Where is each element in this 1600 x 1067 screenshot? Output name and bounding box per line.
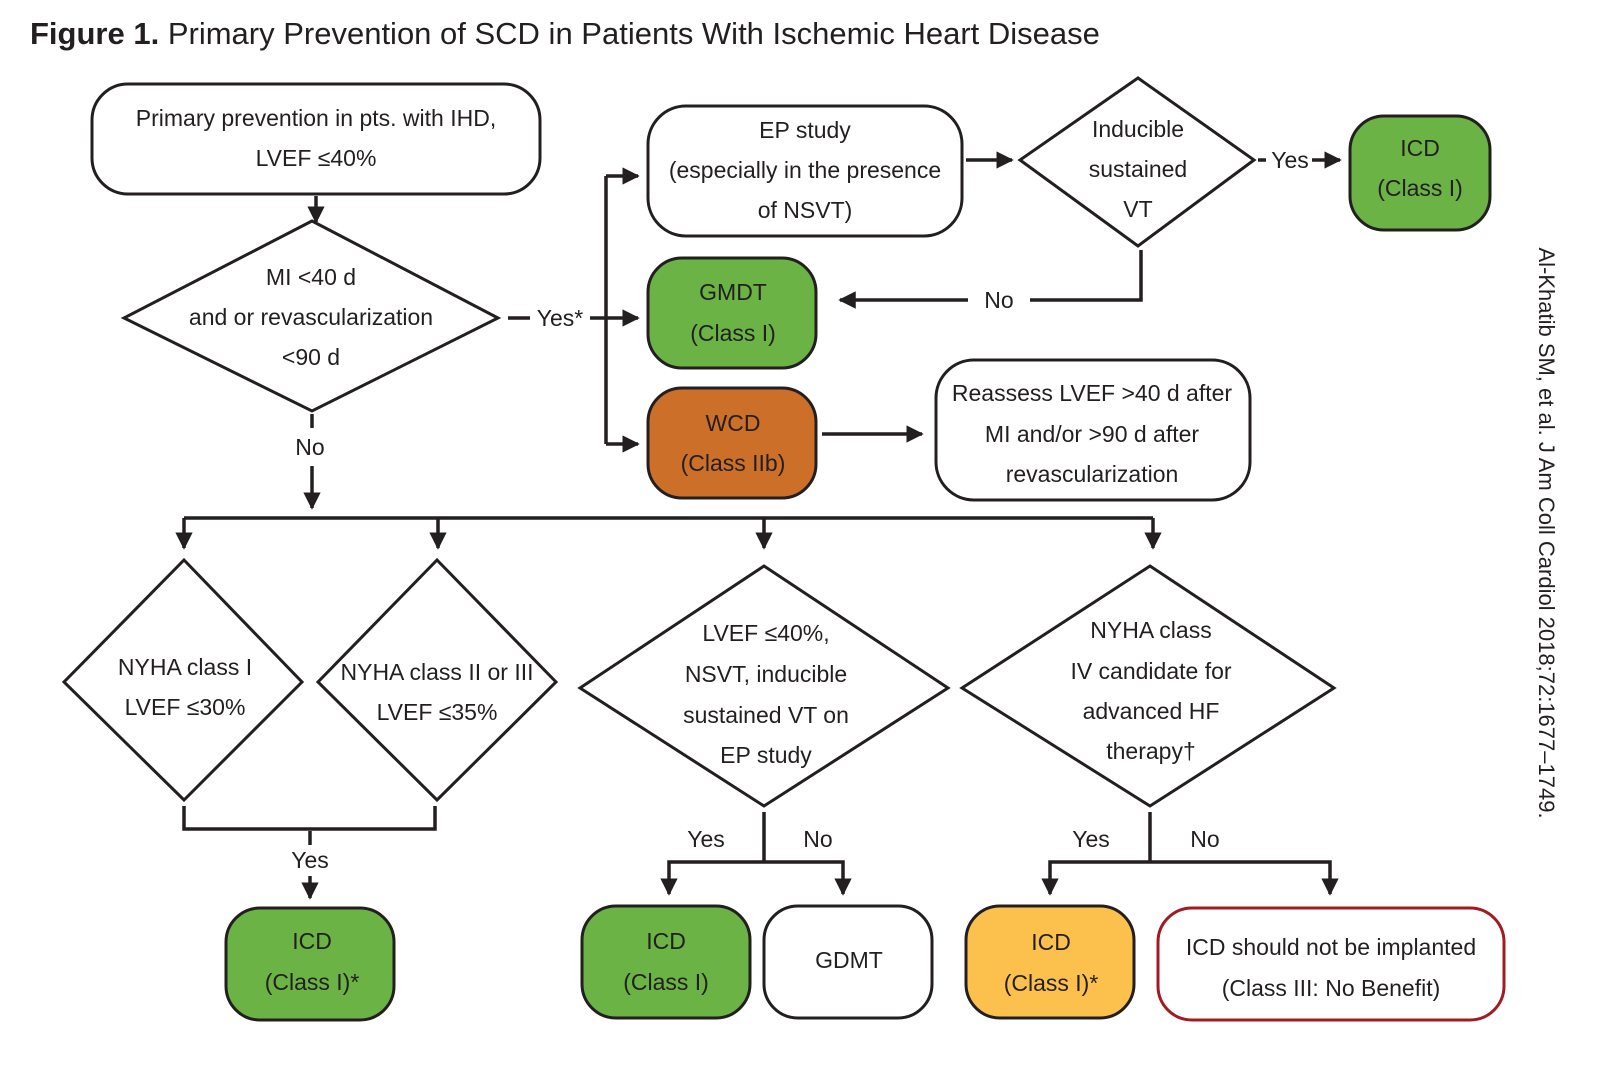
- nyha4-line-3: advanced HF: [1083, 698, 1220, 724]
- ep-study-box: EP study (especially in the presence of …: [646, 104, 964, 238]
- edge-labels: Yes* Yes No No Yes Yes No Yes No: [291, 147, 1309, 873]
- label-no-lvef: No: [803, 826, 832, 852]
- edge-lvef-no: [764, 860, 852, 896]
- inducible-line-2: sustained: [1089, 156, 1187, 182]
- edge-nyha-join: [182, 806, 437, 831]
- label-yes-icd: Yes: [1271, 147, 1309, 173]
- nyha23-line-2: LVEF ≤35%: [377, 699, 498, 725]
- inducible-line-1: Inducible: [1092, 116, 1184, 142]
- start-line-1: Primary prevention in pts. with IHD,: [136, 105, 496, 131]
- icd-b1-line-2: (Class I)*: [265, 969, 360, 995]
- reassess-line-1: Reassess LVEF >40 d after: [952, 380, 1233, 406]
- label-yes-lvef: Yes: [687, 826, 725, 852]
- icd-b3-line-1: ICD: [1031, 929, 1071, 955]
- ep-line-3: of NSVT): [758, 197, 853, 223]
- icd-b2-line-2: (Class I): [623, 969, 709, 995]
- edge-iv-no: [1150, 860, 1339, 896]
- gdmt-b-line-1: GDMT: [815, 947, 883, 973]
- reassess-line-2: MI and/or >90 d after: [985, 421, 1199, 447]
- figure-label: Figure 1.: [30, 16, 160, 51]
- nyha23-diamond: NYHA class II or III LVEF ≤35%: [315, 557, 559, 803]
- gdmt-bottom-box: GDMT: [762, 904, 934, 1020]
- wcd-line-1: WCD: [706, 410, 761, 436]
- icd-b2-line-1: ICD: [646, 928, 686, 954]
- icd-bottom-2-box: ICD (Class I): [580, 904, 752, 1020]
- nyha4-diamond: NYHA class IV candidate for advanced HF …: [959, 564, 1337, 808]
- inducible-line-3: VT: [1123, 196, 1152, 222]
- start-line-2: LVEF ≤40%: [256, 145, 377, 171]
- label-no-iv: No: [1190, 826, 1219, 852]
- inducible-vt-diamond: Inducible sustained VT: [1017, 76, 1257, 248]
- label-yes-star: Yes*: [537, 305, 584, 331]
- no-benefit-box: ICD should not be implanted (Class III: …: [1156, 906, 1506, 1022]
- nyha23-line-1: NYHA class II or III: [341, 659, 534, 685]
- edge-inducible-no-down: [1030, 250, 1143, 302]
- figure-title: Figure 1. Primary Prevention of SCD in P…: [30, 16, 1100, 52]
- mi-revasc-diamond: MI <40 d and or revascularization <90 d: [120, 219, 502, 413]
- lvef-line-1: LVEF ≤40%,: [702, 620, 829, 646]
- mi-line-2: and or revascularization: [189, 304, 433, 330]
- nyha1-line-2: LVEF ≤30%: [125, 694, 246, 720]
- icd-bottom-1-box: ICD (Class I)*: [224, 906, 396, 1022]
- icd-b3-line-2: (Class I)*: [1004, 970, 1099, 996]
- wcd-line-2: (Class IIb): [681, 450, 786, 476]
- icd-bottom-3-box: ICD (Class I)*: [964, 904, 1136, 1020]
- no-benefit-line-2: (Class III: No Benefit): [1222, 975, 1441, 1001]
- mi-line-1: MI <40 d: [266, 264, 356, 290]
- start-box: Primary prevention in pts. with IHD, LVE…: [90, 82, 542, 196]
- reassess-line-3: revascularization: [1006, 461, 1179, 487]
- lvef-nsvt-diamond: LVEF ≤40%, NSVT, inducible sustained VT …: [577, 564, 951, 808]
- nyha4-line-1: NYHA class: [1090, 617, 1211, 643]
- icd-top-line-2: (Class I): [1377, 175, 1463, 201]
- lvef-line-4: EP study: [720, 742, 812, 768]
- icd-b1-line-1: ICD: [292, 928, 332, 954]
- ep-line-2: (especially in the presence: [669, 157, 941, 183]
- gmdt-box: GMDT (Class I): [646, 256, 818, 370]
- icd-top-box: ICD (Class I): [1348, 114, 1492, 232]
- label-yes-iv: Yes: [1072, 826, 1110, 852]
- no-benefit-line-1: ICD should not be implanted: [1186, 934, 1476, 960]
- lvef-line-2: NSVT, inducible: [685, 661, 847, 687]
- edge-iv-yes: [1041, 860, 1150, 896]
- ep-line-1: EP study: [759, 117, 851, 143]
- gmdt-line-2: (Class I): [690, 320, 776, 346]
- mi-line-3: <90 d: [282, 344, 340, 370]
- nyha1-diamond: NYHA class I LVEF ≤30%: [61, 557, 305, 803]
- nyha4-line-2: IV candidate for: [1070, 658, 1231, 684]
- figure-title-text: Primary Prevention of SCD in Patients Wi…: [167, 16, 1100, 51]
- wcd-box: WCD (Class IIb): [646, 386, 818, 500]
- label-no-main: No: [295, 434, 324, 460]
- nyha4-line-4: therapy†: [1106, 738, 1196, 764]
- lvef-line-3: sustained VT on: [683, 702, 849, 728]
- nyha1-line-1: NYHA class I: [118, 654, 252, 680]
- gmdt-line-1: GMDT: [699, 279, 767, 305]
- label-yes-nyha: Yes: [291, 847, 329, 873]
- icd-top-line-1: ICD: [1400, 135, 1440, 161]
- connectors: [175, 151, 1342, 900]
- label-no-gmdt: No: [984, 287, 1013, 313]
- edge-lvef-yes: [660, 860, 764, 896]
- reassess-box: Reassess LVEF >40 d after MI and/or >90 …: [934, 358, 1252, 502]
